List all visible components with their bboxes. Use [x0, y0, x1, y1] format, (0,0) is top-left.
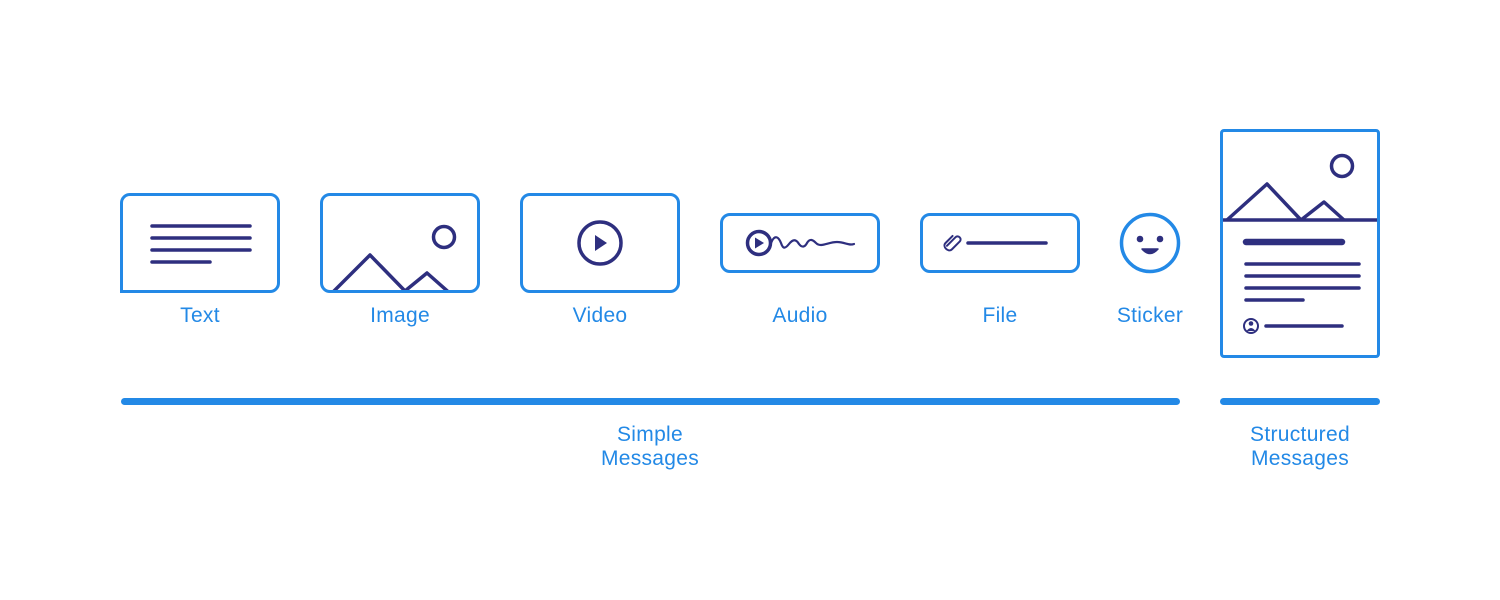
structured-messages-label-line2: Messages — [1250, 447, 1350, 470]
image-message-card — [320, 193, 480, 293]
video-label: Video — [572, 304, 628, 327]
video-message-card — [520, 193, 680, 293]
simple-messages-label-line2: Messages — [600, 447, 700, 470]
paperclip-icon — [943, 234, 1048, 252]
audio-message-card — [720, 213, 880, 273]
structured-messages-bar — [1220, 398, 1380, 405]
text-label: Text — [180, 304, 220, 327]
file-label: File — [982, 304, 1018, 327]
sticker-label: Sticker — [1116, 304, 1184, 327]
text-message-card — [120, 193, 280, 293]
audio-label: Audio — [772, 304, 828, 327]
rich-card-icon — [1223, 153, 1377, 334]
structured-messages-label-line1: Structured — [1250, 423, 1350, 446]
simple-messages-label: Simple Messages — [550, 423, 750, 471]
file-message-card — [920, 213, 1080, 273]
structured-message-card — [1220, 129, 1380, 358]
simple-messages-bar — [121, 398, 1180, 405]
structured-messages-label: Structured Messages — [1200, 423, 1400, 471]
play-icon — [577, 220, 623, 266]
smiley-icon — [1119, 212, 1181, 274]
image-landscape-icon — [332, 224, 457, 290]
simple-messages-label-line1: Simple — [617, 423, 683, 446]
image-label: Image — [370, 304, 430, 327]
audio-wave-icon — [745, 229, 856, 257]
text-lines-icon — [150, 224, 252, 264]
